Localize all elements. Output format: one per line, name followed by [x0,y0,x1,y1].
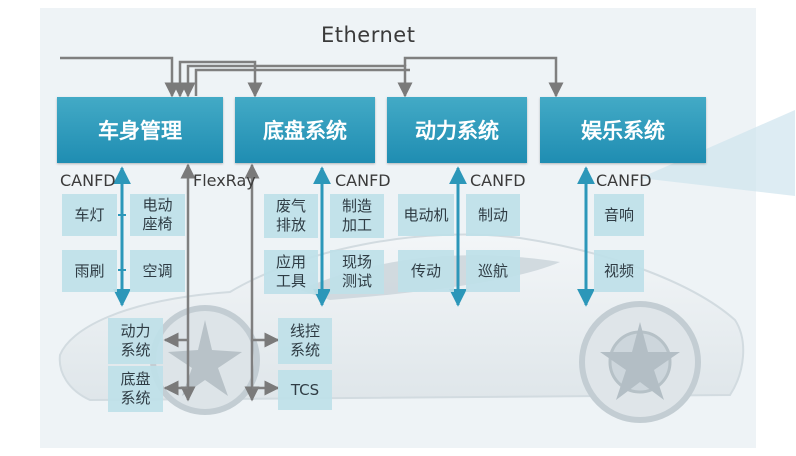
node-flexray-chassis-system: 底盘 系统 [108,366,163,412]
canfd-label-body: CANFD [60,171,116,190]
system-body-management: 车身管理 [57,97,223,163]
car-illustration [58,110,795,423]
node-braking: 制动 [466,194,520,236]
ethernet-link-body-power [180,64,413,98]
ethernet-link-body-chassis [172,60,263,98]
node-air-conditioning: 空调 [130,250,185,292]
system-entertainment: 娱乐系统 [540,97,706,163]
node-electric-motor: 电动机 [398,194,454,236]
ethernet-bus [60,56,564,98]
canfd-buses [113,166,595,307]
node-flexray-tcs: TCS [278,370,332,410]
node-power-seats: 电动 座椅 [130,194,185,236]
node-cruise: 巡航 [466,250,520,292]
ethernet-label: Ethernet [321,23,416,47]
node-manufacturing: 制造 加工 [330,194,384,238]
canfd-label-chassis: CANFD [335,171,391,190]
node-headlights: 车灯 [62,194,117,236]
flexray-label: FlexRay [193,171,256,190]
ethernet-line-entertainment [403,56,564,98]
node-audio: 音响 [594,194,644,236]
node-exhaust-emission: 废气 排放 [264,194,318,238]
node-field-test: 现场 测试 [330,250,384,294]
node-wipers: 雨刷 [62,250,117,292]
flexray-bus [163,163,280,402]
node-flexray-power-system: 动力 系统 [108,318,163,364]
node-transmission: 传动 [398,250,454,292]
canfd-label-entertainment: CANFD [596,171,652,190]
canfd-label-power: CANFD [470,171,526,190]
system-power: 动力系统 [387,97,527,163]
system-chassis: 底盘系统 [235,97,375,163]
node-application-tools: 应用 工具 [264,250,318,294]
ethernet-line-inner [194,68,410,96]
node-flexray-by-wire-system: 线控 系统 [278,318,332,364]
node-video: 视频 [594,250,644,292]
ethernet-line-body [60,56,180,98]
